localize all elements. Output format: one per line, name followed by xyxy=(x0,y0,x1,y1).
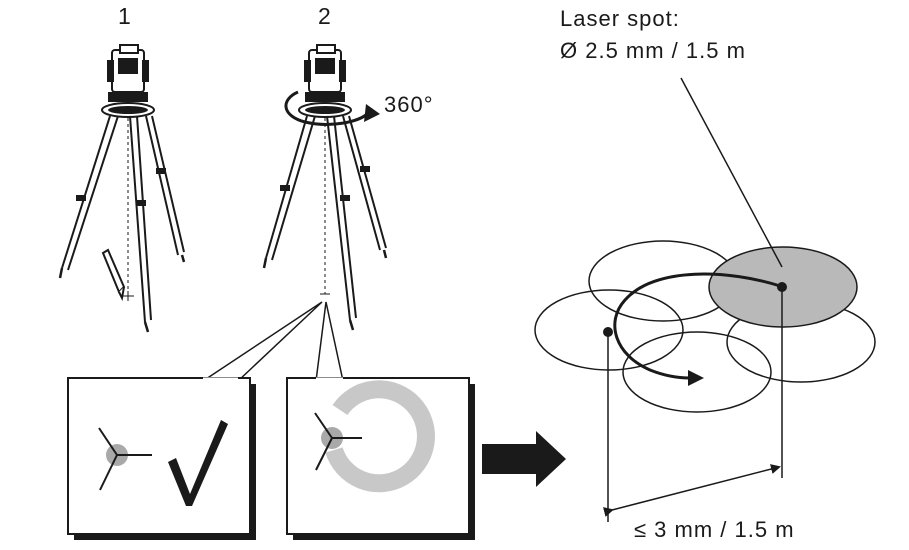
plumb-point-icon xyxy=(314,412,362,471)
zoom-box-aligned xyxy=(67,377,256,540)
laser-spot-title: Laser spot: xyxy=(560,6,680,31)
plumb-point-icon xyxy=(98,427,152,491)
laser-trace-ring xyxy=(325,380,435,493)
laser-spot-pattern xyxy=(534,77,876,522)
step-label-1: 1 xyxy=(118,3,131,29)
tripod-instrument-2 xyxy=(200,44,388,382)
laser-spot-spec: Ø 2.5 mm / 1.5 m xyxy=(560,38,746,63)
zoom-box-rotation-trace xyxy=(286,377,475,540)
tolerance-label: ≤ 3 mm / 1.5 m xyxy=(634,517,795,542)
rotation-arrow-icon xyxy=(364,104,380,122)
right-arrow-icon xyxy=(482,431,566,487)
rotation-label: 360° xyxy=(384,92,434,117)
tripod-instrument-1 xyxy=(58,44,186,333)
step-label-2: 2 xyxy=(318,3,331,29)
checkmark-icon xyxy=(168,420,228,506)
